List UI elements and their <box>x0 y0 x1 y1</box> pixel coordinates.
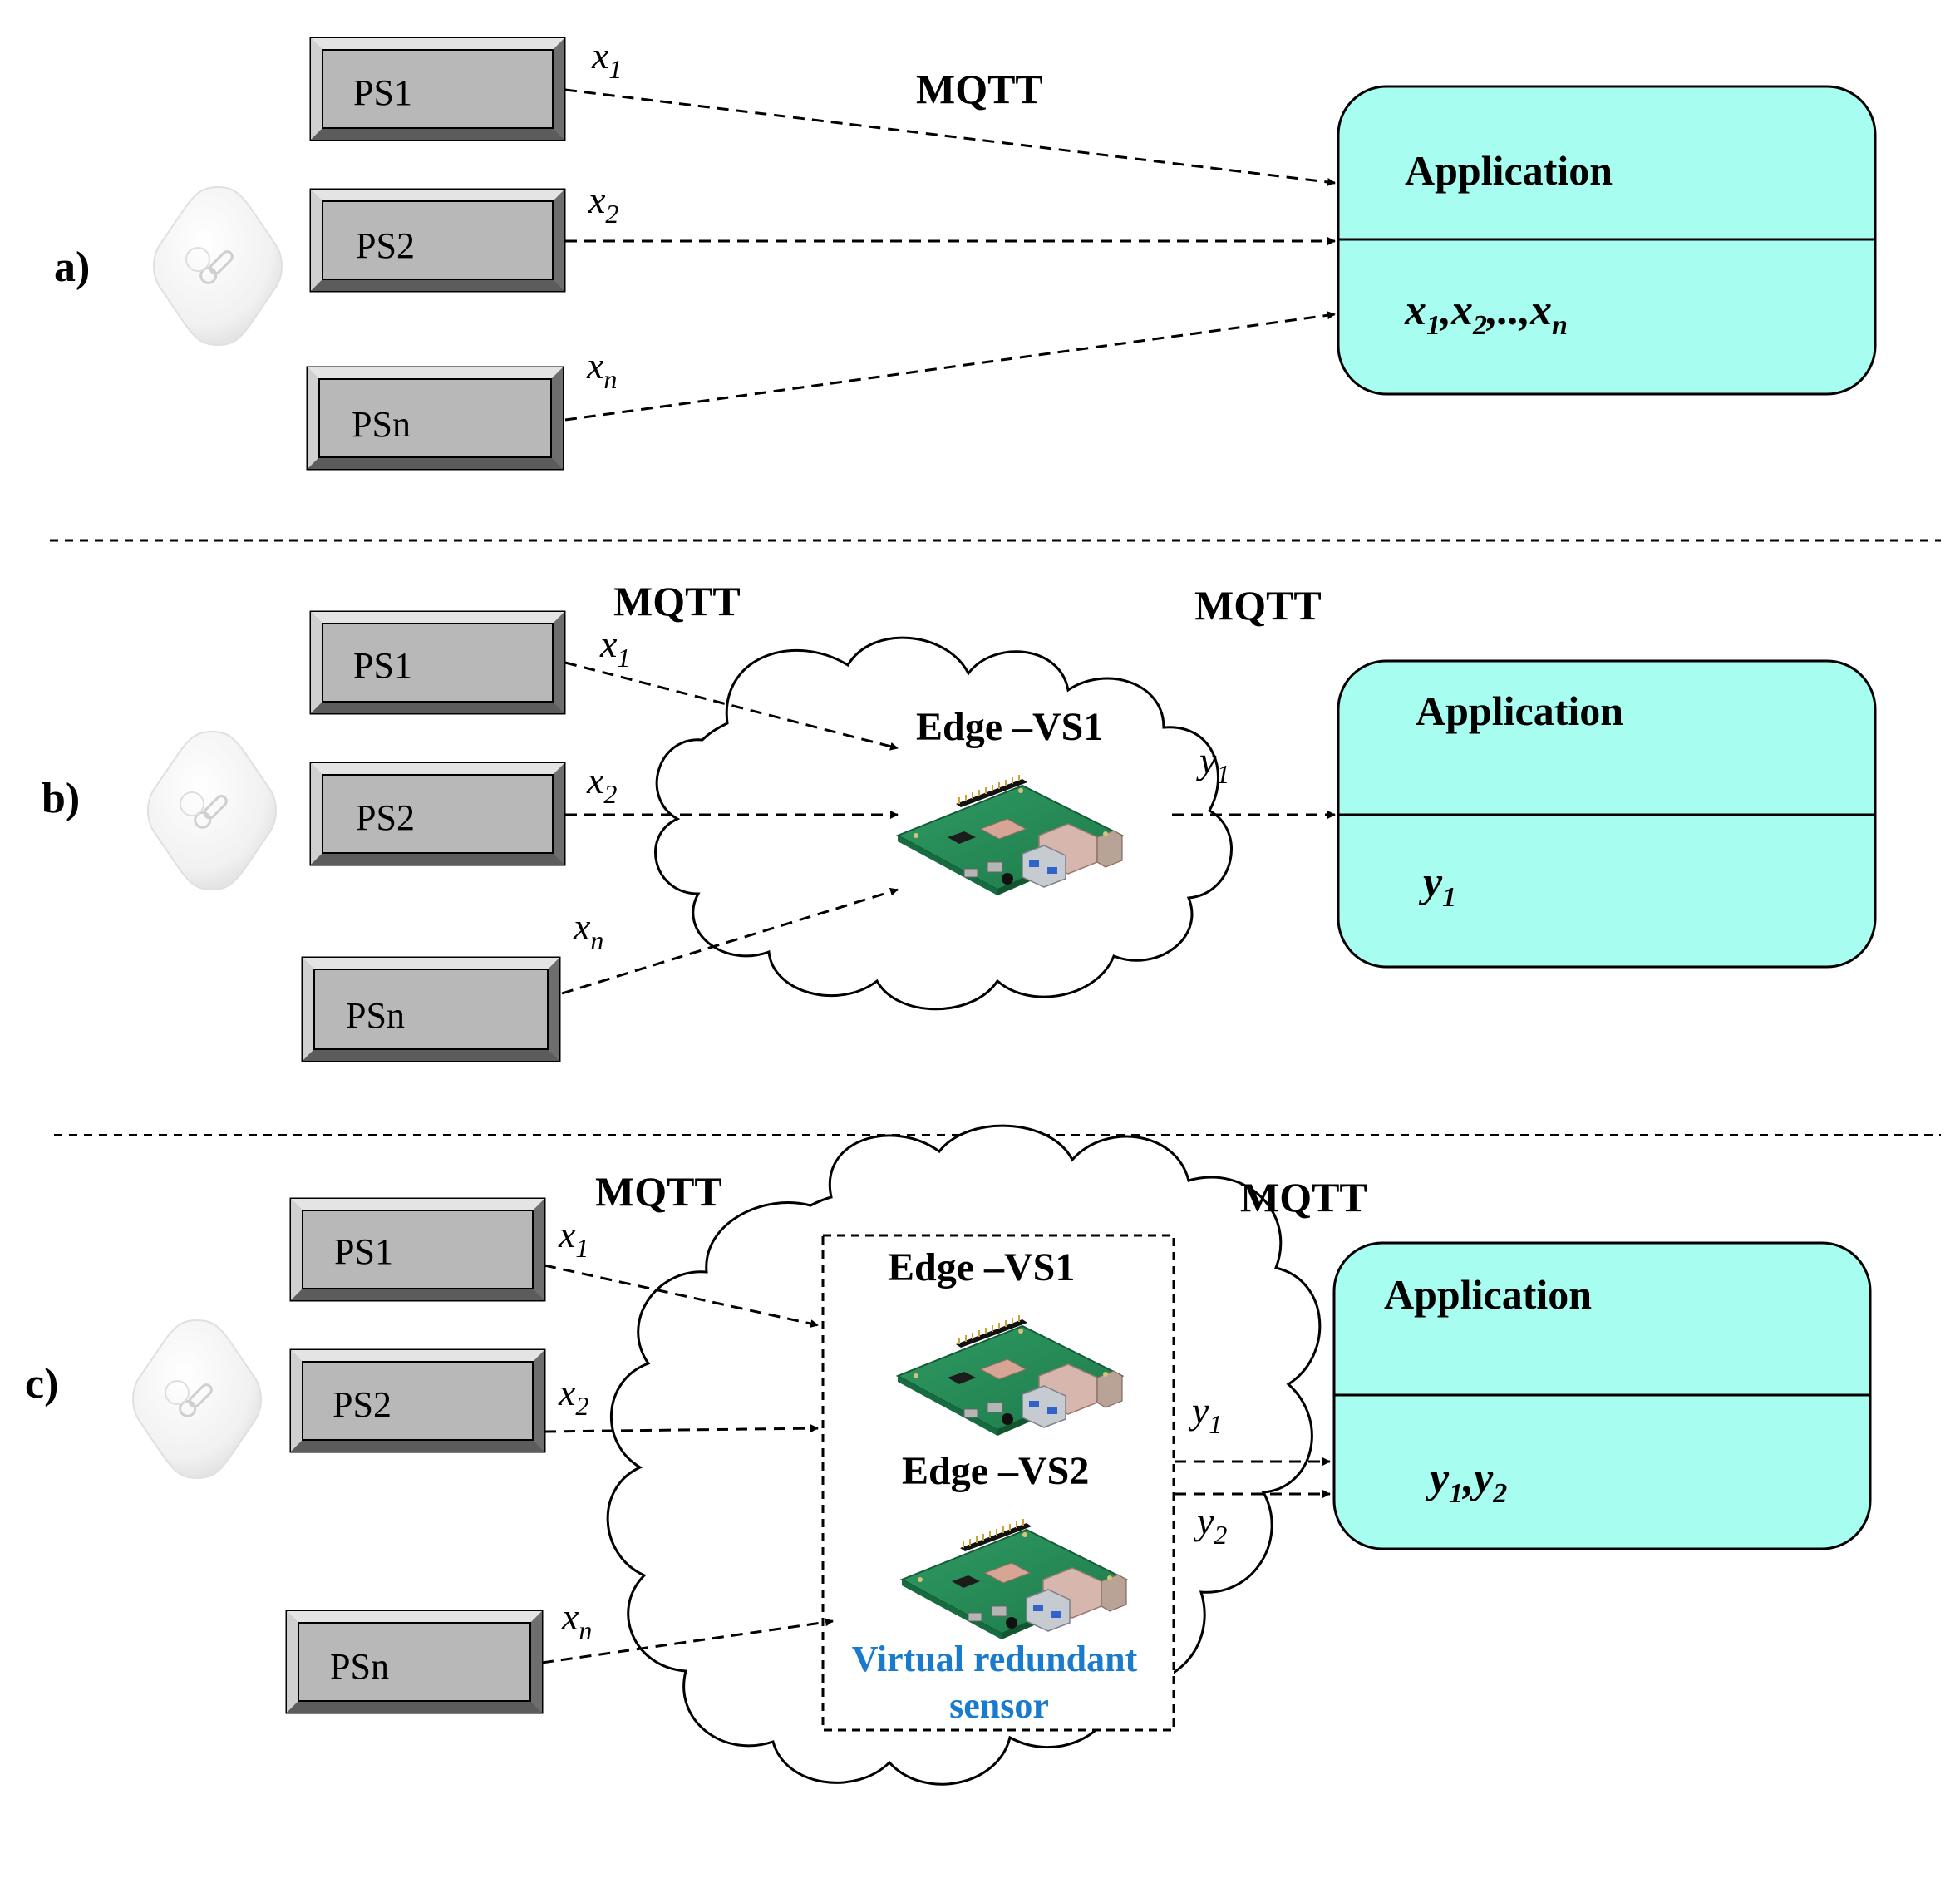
physical-sensor-ps1: PS1 <box>309 610 566 715</box>
signal-label-xn: xn <box>573 905 603 955</box>
physical-sensor-ps2: PS2 <box>289 1348 546 1453</box>
physical-sensor-ps2: PS2 <box>309 762 566 866</box>
physical-sensor-psn: PSn <box>285 1610 544 1714</box>
sensor-label: PS2 <box>356 225 415 266</box>
signal-label-x2: x2 <box>558 1371 588 1421</box>
mqtt-flow-arrow <box>564 88 1336 186</box>
sensor-label: PS2 <box>356 797 415 838</box>
protocol-label-mqtt: MQTT <box>1240 1174 1367 1220</box>
panel-label-a: a) <box>54 244 90 291</box>
virtual-redundant-sensor-box <box>821 1234 1175 1732</box>
panel-label-c: c) <box>25 1360 58 1407</box>
application-box: Application y1,y2 <box>1332 1241 1872 1550</box>
protocol-label-mqtt: MQTT <box>595 1168 722 1215</box>
sensor-label: PS1 <box>334 1231 393 1272</box>
temperature-sensor-icon <box>152 185 283 347</box>
protocol-label-mqtt: MQTT <box>1194 582 1322 629</box>
mqtt-flow-arrow <box>541 1618 834 1664</box>
physical-sensor-psn: PSn <box>301 956 561 1062</box>
mqtt-flow-arrow <box>564 311 1336 422</box>
signal-label-x1: x1 <box>599 623 630 673</box>
signal-label-xn: xn <box>586 344 617 394</box>
application-title: Application <box>1416 688 1623 734</box>
physical-sensor-psn: PSn <box>306 366 564 471</box>
signal-label-y1: y1 <box>1189 1389 1222 1439</box>
edge-node-label: Edge –VS2 <box>902 1449 1089 1493</box>
virtual-sensor-label: Virtual redundant sensor <box>852 1639 1147 1726</box>
application-output: x1,x2,..,xn <box>1404 287 1568 341</box>
mqtt-flow-arrow <box>544 1424 819 1433</box>
sensor-label: PS1 <box>353 645 412 686</box>
application-box: Application y1 <box>1337 659 1877 969</box>
application-title: Application <box>1384 1271 1592 1318</box>
application-title: Application <box>1405 147 1613 194</box>
edge-node-label: Edge –VS1 <box>888 1245 1075 1289</box>
sensor-label: PSn <box>330 1646 389 1687</box>
sensor-label: PS1 <box>353 72 412 113</box>
signal-label-y2: y2 <box>1194 1500 1227 1550</box>
physical-sensor-ps2: PS2 <box>309 188 566 293</box>
edge-node-label: Edge –VS1 <box>916 705 1103 749</box>
signal-label-x1: x1 <box>591 34 622 84</box>
panel-b: PS1 PS2 PSn x1 x2 xn <box>301 578 1877 1062</box>
temperature-sensor-icon <box>131 1319 263 1480</box>
sensor-label: PSn <box>352 404 411 445</box>
panel-c: PS1 PS2 PSn x1 x2 <box>285 1124 1872 1786</box>
sensor-label: PSn <box>346 995 405 1036</box>
signal-label-x2: x2 <box>588 179 618 229</box>
sensor-label: PS2 <box>332 1384 392 1425</box>
signal-label-x2: x2 <box>586 759 617 809</box>
signal-label-y1: y1 <box>1196 739 1229 789</box>
temperature-sensor-icon <box>146 730 278 891</box>
mqtt-flow-arrow <box>561 887 899 995</box>
protocol-label-mqtt: MQTT <box>613 578 741 624</box>
protocol-label-mqtt: MQTT <box>916 66 1043 112</box>
panel-label-b: b) <box>42 775 80 822</box>
signal-label-xn: xn <box>561 1595 592 1645</box>
mqtt-flow-arrow <box>544 1264 819 1328</box>
physical-sensor-ps1: PS1 <box>289 1197 546 1302</box>
physical-sensor-ps1: PS1 <box>309 37 566 141</box>
panel-a: PS1 PS2 PSn x1 x2 xn MQTT <box>306 34 1877 471</box>
signal-label-x1: x1 <box>558 1213 588 1263</box>
application-box: Application x1,x2,..,xn <box>1337 85 1877 396</box>
